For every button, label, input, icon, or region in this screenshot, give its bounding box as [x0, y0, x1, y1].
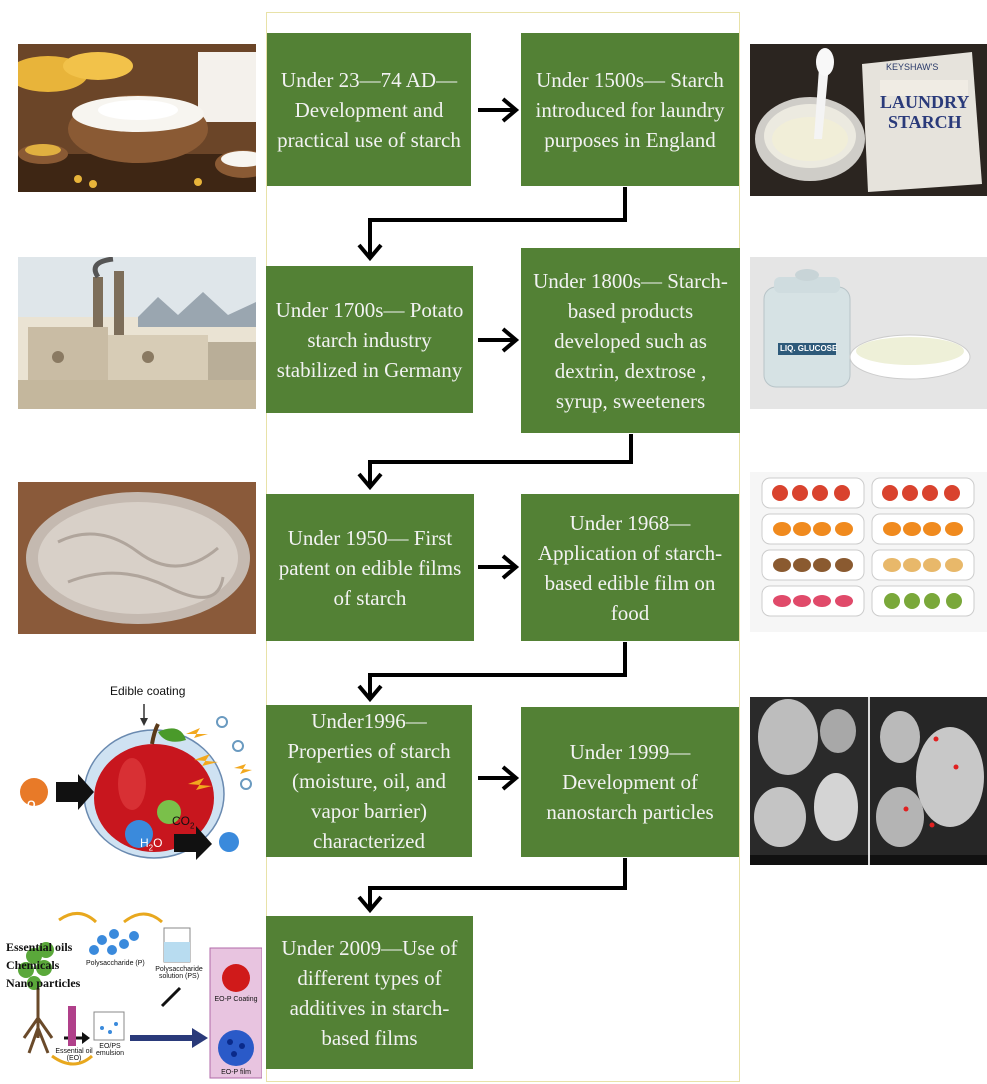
label-coating: EO-P Coating [214, 996, 258, 1003]
connector-arrow [368, 187, 627, 256]
additives-illustration [18, 912, 262, 1079]
arrow-right-head [501, 97, 520, 123]
connector-arrow-head [357, 472, 383, 491]
step-text: Under 1800s— Starch-based products devel… [533, 268, 728, 413]
edible-film-illustration [18, 482, 256, 634]
connector-arrow-head [357, 895, 383, 914]
step-1996: Under1996— Properties of starch (moistur… [266, 705, 472, 857]
h2o-symbol: H [140, 836, 149, 850]
step-1999: Under 1999— Development of nanostarch pa… [521, 707, 739, 857]
additives-schematic: Essential oils Chemicals Nano particles … [4, 888, 262, 1080]
arrow-right-head [501, 765, 520, 791]
o2-symbol: O [27, 799, 36, 811]
edible-coating-caption: Edible coating [110, 684, 186, 698]
label-film: EO-P film [221, 1069, 251, 1076]
co2-symbol: CO [172, 814, 190, 828]
arrow-right-head [501, 554, 520, 580]
connector-arrow-head [357, 684, 383, 703]
o2-label: O2 [27, 799, 39, 813]
laundry-starch-photo: KEYSHAW'S LAUNDRY STARCH [750, 44, 987, 196]
label-polysaccharide: Polysaccharide (P) [86, 960, 145, 967]
co2-label: CO2 [172, 814, 194, 830]
nanostarch-sem-photo [750, 697, 987, 865]
step-text: Under 1950— First patent on edible films… [278, 525, 462, 610]
glucose-illustration [750, 257, 987, 409]
sem-illustration [750, 697, 987, 865]
step-23-74ad: Under 23—74 AD— Development and practica… [267, 33, 471, 186]
step-2009: Under 2009—Use of different types of add… [266, 916, 473, 1069]
h2o-end: O [153, 836, 163, 850]
h2o-subscript: 2 [148, 843, 154, 853]
step-1800s: Under 1800s— Starch-based products devel… [521, 248, 740, 433]
step-text: Under 1500s— Starch introduced for laund… [535, 67, 725, 152]
step-text: Under 1968— Application of starch-based … [537, 510, 723, 625]
glucose-jar-label: LIQ. GLUCOSE [780, 344, 838, 353]
label-nano: Nano particles [6, 976, 81, 990]
step-text: Under 1700s— Potato starch industry stab… [275, 297, 464, 382]
step-text: Under 1999— Development of nanostarch pa… [546, 740, 714, 824]
factory-sketch-photo [18, 257, 256, 409]
laundry-pack-word-2: STARCH [888, 112, 962, 132]
connector-arrow [368, 858, 627, 908]
connector-arrow-head [357, 243, 383, 262]
laundry-pack-word: LAUNDRY [880, 92, 970, 112]
co2-subscript: 2 [190, 821, 195, 831]
corn-starch-photo [18, 44, 256, 192]
laundry-pack-brand: KEYSHAW'S [886, 62, 939, 72]
label-eops: EO/PS emulsion [95, 1043, 124, 1057]
label-essential-oil: Essential oil (EO) [55, 1048, 93, 1062]
label-essential-oils: Essential oils [6, 940, 73, 954]
step-1700s: Under 1700s— Potato starch industry stab… [266, 266, 473, 413]
label-ps-solution: Polysaccharide solution (PS) [155, 966, 203, 980]
o2-subscript: 2 [35, 806, 40, 814]
coated-fruits-photo [750, 472, 987, 632]
glucose-photo: LIQ. GLUCOSE [750, 257, 987, 409]
edible-film-photo [18, 482, 256, 634]
coated-fruits-illustration [750, 472, 987, 632]
edible-coating-diagram: Edible coating O2 CO2 H2O [14, 684, 259, 862]
step-text: Under 2009—Use of different types of add… [281, 935, 458, 1050]
corn-starch-illustration [18, 44, 256, 192]
connector-arrow [368, 642, 627, 697]
label-chemicals: Chemicals [6, 958, 60, 972]
laundry-starch-illustration [750, 44, 987, 196]
arrow-right-head [501, 327, 520, 353]
step-text: Under1996— Properties of starch (moistur… [287, 709, 451, 853]
step-text: Under 23—74 AD— Development and practica… [277, 67, 461, 152]
factory-sketch-illustration [18, 257, 256, 409]
h2o-label: H2O [140, 836, 162, 852]
apple-coating-illustration [20, 704, 252, 860]
step-1500s: Under 1500s— Starch introduced for laund… [521, 33, 739, 186]
step-1950: Under 1950— First patent on edible films… [266, 494, 474, 641]
connector-arrow [368, 434, 633, 485]
step-1968: Under 1968— Application of starch-based … [521, 494, 739, 641]
